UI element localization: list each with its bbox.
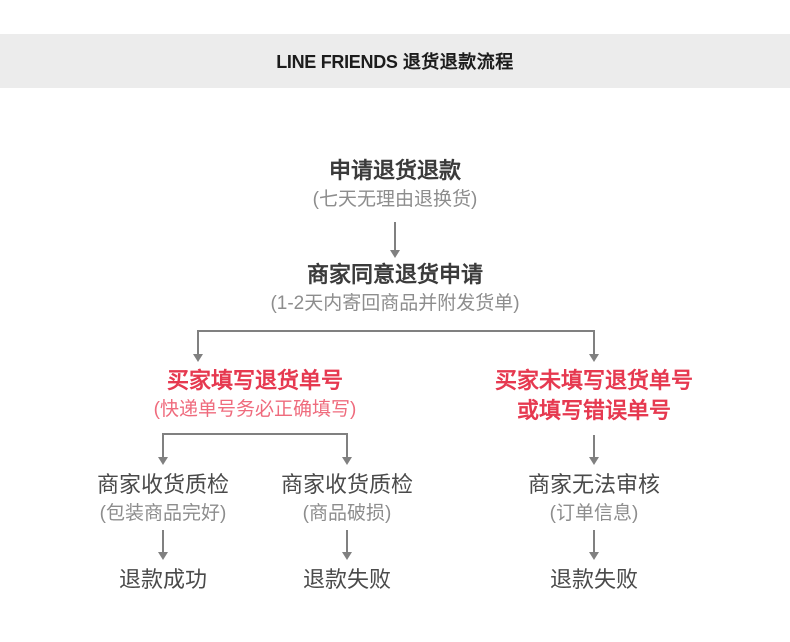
page-header: LINE FRIENDS 退货退款流程 [0, 34, 790, 88]
connector-split-main-left-arrow [193, 354, 203, 362]
flow-node-inspection-ok-subtitle: (包装商品完好) [99, 503, 227, 524]
connector-split-main-right-arrow [589, 354, 599, 362]
connector-missing-to-review-arrow [589, 457, 599, 465]
flow-node-apply-refund-title: 申请退货退款 [328, 158, 461, 183]
flow-node-refund-failed-damaged: 退款失败 [303, 565, 391, 595]
flow-node-cannot-review: 商家无法审核 (订单信息) [528, 470, 660, 528]
flow-node-inspection-ok-title: 商家收货质检 [96, 472, 230, 497]
page-title: LINE FRIENDS 退货退款流程 [276, 48, 514, 74]
connector-apply-to-agree-line [394, 222, 396, 252]
flow-node-merchant-agree: 商家同意退货申请 (1-2天内寄回商品并附发货单) [270, 260, 519, 318]
flow-node-merchant-agree-subtitle: (1-2天内寄回商品并附发货单) [270, 293, 520, 314]
refund-flowchart: 申请退货退款 (七天无理由退换货) 商家同意退货申请 (1-2天内寄回商品并附发… [0, 88, 790, 642]
connector-split-main-horizontal [197, 330, 595, 332]
connector-inspect-damaged-to-result-arrow [342, 552, 352, 560]
connector-missing-to-review-line [593, 435, 595, 459]
connector-split-inspect-right-arrow [342, 457, 352, 465]
connector-split-main-left-stem [197, 330, 199, 356]
flow-node-buyer-fills-tracking-subtitle: (快递单号务必正确填写) [153, 399, 357, 420]
flow-node-merchant-agree-title: 商家同意退货申请 [306, 262, 483, 287]
flow-node-buyer-fills-tracking: 买家填写退货单号 (快递单号务必正确填写) [154, 366, 357, 424]
flow-node-refund-success: 退款成功 [119, 565, 207, 595]
flow-node-cannot-review-title: 商家无法审核 [527, 472, 661, 497]
flow-node-buyer-missing-tracking-line2: 或填写错误单号 [516, 398, 672, 423]
connector-split-inspect-right-stem [346, 433, 348, 459]
flow-node-cannot-review-subtitle: (订单信息) [549, 503, 639, 524]
flow-node-refund-failed-damaged-title: 退款失败 [302, 567, 392, 592]
connector-inspect-damaged-to-result-line [346, 530, 348, 554]
connector-split-inspect-horizontal [162, 433, 348, 435]
flow-node-inspection-damaged-subtitle: (商品破损) [302, 503, 392, 524]
flow-node-refund-success-title: 退款成功 [118, 567, 208, 592]
connector-cannot-review-to-result-arrow [589, 552, 599, 560]
flow-node-buyer-missing-tracking: 买家未填写退货单号 或填写错误单号 [495, 366, 693, 426]
flow-node-apply-refund-subtitle: (七天无理由退换货) [312, 189, 478, 210]
flow-node-inspection-damaged: 商家收货质检 (商品破损) [281, 470, 413, 528]
connector-apply-to-agree-arrow [390, 250, 400, 258]
connector-cannot-review-to-result-line [593, 530, 595, 554]
connector-inspect-ok-to-result-line [162, 530, 164, 554]
flow-node-buyer-missing-tracking-line1: 买家未填写退货单号 [494, 368, 694, 393]
connector-split-inspect-left-stem [162, 433, 164, 459]
connector-split-inspect-left-arrow [158, 457, 168, 465]
flow-node-apply-refund: 申请退货退款 (七天无理由退换货) [313, 156, 478, 214]
brand-name: LINE FRIENDS [276, 52, 398, 72]
flow-node-refund-failed-review: 退款失败 [550, 565, 638, 595]
flow-node-inspection-ok: 商家收货质检 (包装商品完好) [97, 470, 229, 528]
flow-node-buyer-fills-tracking-title: 买家填写退货单号 [166, 368, 343, 393]
page-title-subtitle: 退货退款流程 [402, 52, 514, 72]
flow-node-inspection-damaged-title: 商家收货质检 [280, 472, 414, 497]
connector-split-main-right-stem [593, 330, 595, 356]
flow-node-refund-failed-review-title: 退款失败 [549, 567, 639, 592]
connector-inspect-ok-to-result-arrow [158, 552, 168, 560]
